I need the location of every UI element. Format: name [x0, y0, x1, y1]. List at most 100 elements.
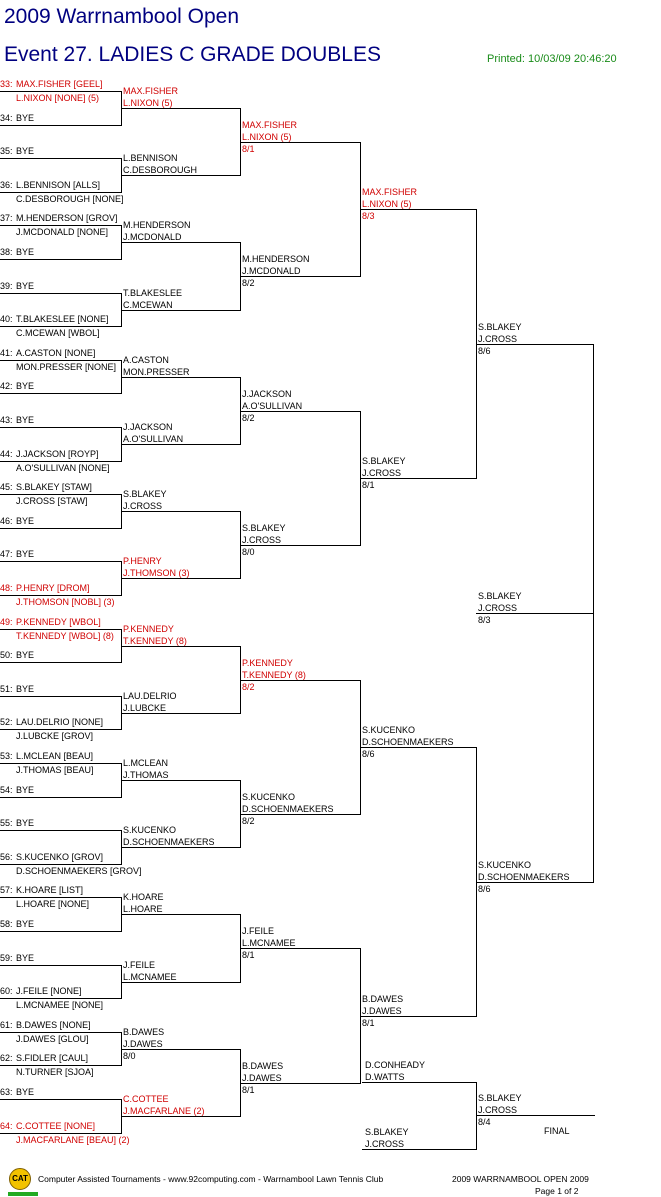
- draw-line-number: 38:: [0, 247, 13, 257]
- round1-player-1: B.DAWES: [123, 1027, 165, 1037]
- draw-player-1: BYE: [16, 247, 35, 257]
- printed-timestamp: Printed: 10/03/09 20:46:20: [487, 53, 617, 65]
- round4-player-2: J.CROSS: [478, 334, 518, 344]
- round3-player-2: L.NIXON (5): [362, 199, 412, 209]
- semi-score: 8/3: [478, 615, 491, 625]
- bracket-line: [0, 494, 121, 495]
- round1-player-1: S.BLAKEY: [123, 489, 167, 499]
- bracket-line: [121, 175, 240, 176]
- bracket-line: [121, 242, 240, 243]
- bracket-line: [0, 192, 121, 193]
- draw-line-number: 37:: [0, 213, 13, 223]
- bracket-line: [0, 326, 121, 327]
- round2-player-1: S.KUCENKO: [242, 792, 296, 802]
- bracket-line: [0, 393, 121, 394]
- draw-player-2: J.MACFARLANE [BEAU] (2): [16, 1135, 130, 1145]
- tournament-title: 2009 Warrnambool Open: [4, 5, 240, 28]
- round2-player-1: J.JACKSON: [242, 389, 292, 399]
- semi-player-1: S.BLAKEY: [478, 591, 522, 601]
- bracket-line: [121, 780, 240, 781]
- round2-player-2: J.CROSS: [242, 535, 282, 545]
- draw-line-number: 57:: [0, 885, 13, 895]
- round1-player-1: P.KENNEDY: [123, 624, 174, 634]
- draw-player-1: K.HOARE [LIST]: [16, 885, 84, 895]
- bracket-line: [0, 528, 121, 529]
- round2-score: 8/1: [242, 950, 255, 960]
- bracket-line: [593, 344, 594, 883]
- round1-player-2: L.MCNAMEE: [123, 972, 177, 982]
- draw-line-number: 45:: [0, 482, 13, 492]
- round3-player-2: D.SCHOENMAEKERS: [362, 737, 454, 747]
- round3-score: 8/6: [362, 749, 375, 759]
- final-opponent-1-player-1: D.CONHEADY: [365, 1060, 426, 1070]
- draw-player-1: L.BENNISON [ALLS]: [16, 180, 101, 190]
- footer-credits: Computer Assisted Tournaments - www.92co…: [38, 1174, 384, 1184]
- draw-player-2: J.THOMAS [BEAU]: [16, 765, 94, 775]
- round2-player-1: J.FEILE: [242, 926, 275, 936]
- round1-player-1: MAX.FISHER: [123, 86, 179, 96]
- draw-player-1: BYE: [16, 146, 35, 156]
- draw-player-1: C.COTTEE [NONE]: [16, 1121, 96, 1131]
- bracket-line: [240, 948, 360, 949]
- bracket-line: [0, 595, 121, 596]
- draw-player-1: BYE: [16, 516, 35, 526]
- bracket-line: [121, 310, 240, 311]
- final-opponent-2-player-1: S.BLAKEY: [365, 1127, 409, 1137]
- draw-player-1: BYE: [16, 785, 35, 795]
- draw-player-1: P.HENRY [DROM]: [16, 583, 90, 593]
- round2-player-2: D.SCHOENMAEKERS: [242, 804, 334, 814]
- bracket-line: [240, 142, 360, 143]
- round4-player-1: S.BLAKEY: [478, 322, 522, 332]
- round2-score: 8/1: [242, 144, 255, 154]
- bracket-line: [476, 344, 593, 345]
- round1-player-2: J.CROSS: [123, 501, 163, 511]
- draw-line-number: 64:: [0, 1121, 13, 1131]
- bracket-line: [476, 613, 593, 614]
- draw-line-number: 51:: [0, 684, 13, 694]
- bracket-line: [121, 713, 240, 714]
- bracket-line: [0, 797, 121, 798]
- round1-player-1: L.BENNISON: [123, 153, 178, 163]
- draw-player-1: BYE: [16, 381, 35, 391]
- bracket-line: [0, 1133, 121, 1134]
- draw-line-number: 50:: [0, 650, 13, 660]
- round2-score: 8/1: [242, 1085, 255, 1095]
- draw-line-number: 59:: [0, 953, 13, 963]
- draw-player-1: LAU.DELRIO [NONE]: [16, 717, 104, 727]
- draw-line-number: 48:: [0, 583, 13, 593]
- round2-score: 8/0: [242, 547, 255, 557]
- draw-line-number: 56:: [0, 852, 13, 862]
- draw-player-1: BYE: [16, 650, 35, 660]
- draw-player-2: J.MCDONALD [NONE]: [16, 227, 109, 237]
- round3-score: 8/1: [362, 480, 375, 490]
- logo-underline: [8, 1192, 38, 1196]
- round1-player-1: P.HENRY: [123, 556, 162, 566]
- final-opponent-2-player-2: J.CROSS: [365, 1139, 405, 1149]
- final-winner-player-2: J.CROSS: [478, 1105, 518, 1115]
- bracket-line: [240, 411, 360, 412]
- round2-score: 8/2: [242, 682, 255, 692]
- bracket-line: [240, 680, 360, 681]
- bracket-line: [0, 1032, 121, 1033]
- round4-player-1: S.KUCENKO: [478, 860, 532, 870]
- bracket-line: [476, 1115, 595, 1116]
- bracket-line: [121, 578, 240, 579]
- round3-score: 8/1: [362, 1018, 375, 1028]
- bracket-line: [121, 444, 240, 445]
- bracket-line: [121, 1049, 240, 1050]
- round1-player-2: L.NIXON (5): [123, 98, 173, 108]
- round1-player-1: S.KUCENKO: [123, 825, 177, 835]
- bracket-line: [0, 225, 121, 226]
- bracket-line: [0, 360, 121, 361]
- round2-player-1: M.HENDERSON: [242, 254, 310, 264]
- draw-line-number: 42:: [0, 381, 13, 391]
- draw-line-number: 41:: [0, 348, 13, 358]
- final-opponent-1-player-2: D.WATTS: [365, 1072, 405, 1082]
- bracket-line: [0, 427, 121, 428]
- footer-page-number: Page 1 of 2: [535, 1186, 579, 1196]
- bracket-line: [360, 209, 476, 210]
- draw-player-1: BYE: [16, 415, 35, 425]
- bracket-line: [0, 293, 121, 294]
- round3-player-2: J.CROSS: [362, 468, 402, 478]
